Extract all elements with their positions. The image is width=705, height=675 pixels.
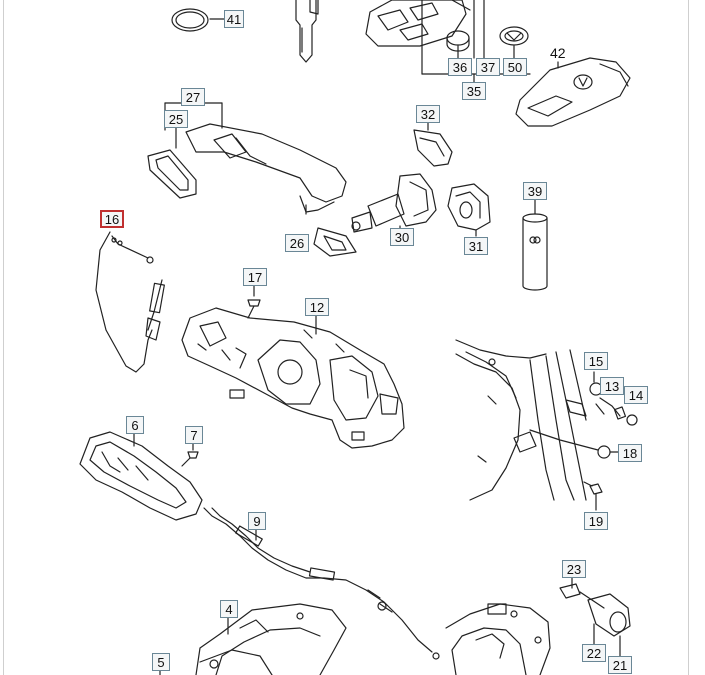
part-lock-housing <box>447 183 491 237</box>
part-screw-7 <box>181 441 199 467</box>
callout-12[interactable]: 12 <box>305 298 329 316</box>
callout-37[interactable]: 37 <box>476 58 500 76</box>
part-remote-key <box>365 0 471 47</box>
part-gasket <box>147 149 197 199</box>
part-key-blade <box>295 0 319 63</box>
callout-50[interactable]: 50 <box>503 58 527 76</box>
frame-right-border <box>688 0 689 675</box>
part-spray-can <box>522 199 548 291</box>
part-door-carrier <box>159 603 347 675</box>
frame-left-border <box>3 0 4 675</box>
part-interior-handle <box>79 431 203 521</box>
part-o-ring <box>171 8 225 32</box>
callout-27[interactable]: 27 <box>181 88 205 106</box>
part-door-lock <box>445 603 551 675</box>
callout-41[interactable]: 41 <box>224 10 244 28</box>
part-release-cable <box>95 231 165 373</box>
callout-13[interactable]: 13 <box>600 377 624 395</box>
part-battery-emblem <box>446 26 529 52</box>
part-striker-bolt <box>559 577 631 657</box>
callout-42[interactable]: 42 <box>550 45 566 61</box>
part-bowden-cable <box>203 507 440 660</box>
callout-35[interactable]: 35 <box>462 82 486 100</box>
part-door-panel <box>455 339 638 511</box>
callout-31[interactable]: 31 <box>464 237 488 255</box>
callout-36[interactable]: 36 <box>448 58 472 76</box>
callout-4[interactable]: 4 <box>220 600 238 618</box>
part-bolt-17 <box>247 285 261 319</box>
callout-9[interactable]: 9 <box>248 512 266 530</box>
callout-19[interactable]: 19 <box>584 512 608 530</box>
callout-18[interactable]: 18 <box>618 444 642 462</box>
callout-25[interactable]: 25 <box>164 110 188 128</box>
callout-16-selected[interactable]: 16 <box>100 210 124 228</box>
part-key-fob <box>515 57 631 127</box>
callout-26[interactable]: 26 <box>285 234 309 252</box>
part-handle-carrier <box>181 307 405 449</box>
callout-5[interactable]: 5 <box>152 653 170 671</box>
callout-23[interactable]: 23 <box>562 560 586 578</box>
callout-6[interactable]: 6 <box>126 416 144 434</box>
part-lock-cylinder <box>351 173 437 233</box>
callout-17[interactable]: 17 <box>243 268 267 286</box>
part-lock-cap <box>413 121 453 167</box>
callout-39[interactable]: 39 <box>523 182 547 200</box>
part-cylinder-gasket <box>313 227 357 257</box>
callout-22[interactable]: 22 <box>582 644 606 662</box>
callout-32[interactable]: 32 <box>416 105 440 123</box>
callout-15[interactable]: 15 <box>584 352 608 370</box>
callout-7[interactable]: 7 <box>185 426 203 444</box>
callout-21[interactable]: 21 <box>608 656 632 674</box>
callout-30[interactable]: 30 <box>390 228 414 246</box>
part-exterior-handle <box>185 123 347 215</box>
callout-14[interactable]: 14 <box>624 386 648 404</box>
